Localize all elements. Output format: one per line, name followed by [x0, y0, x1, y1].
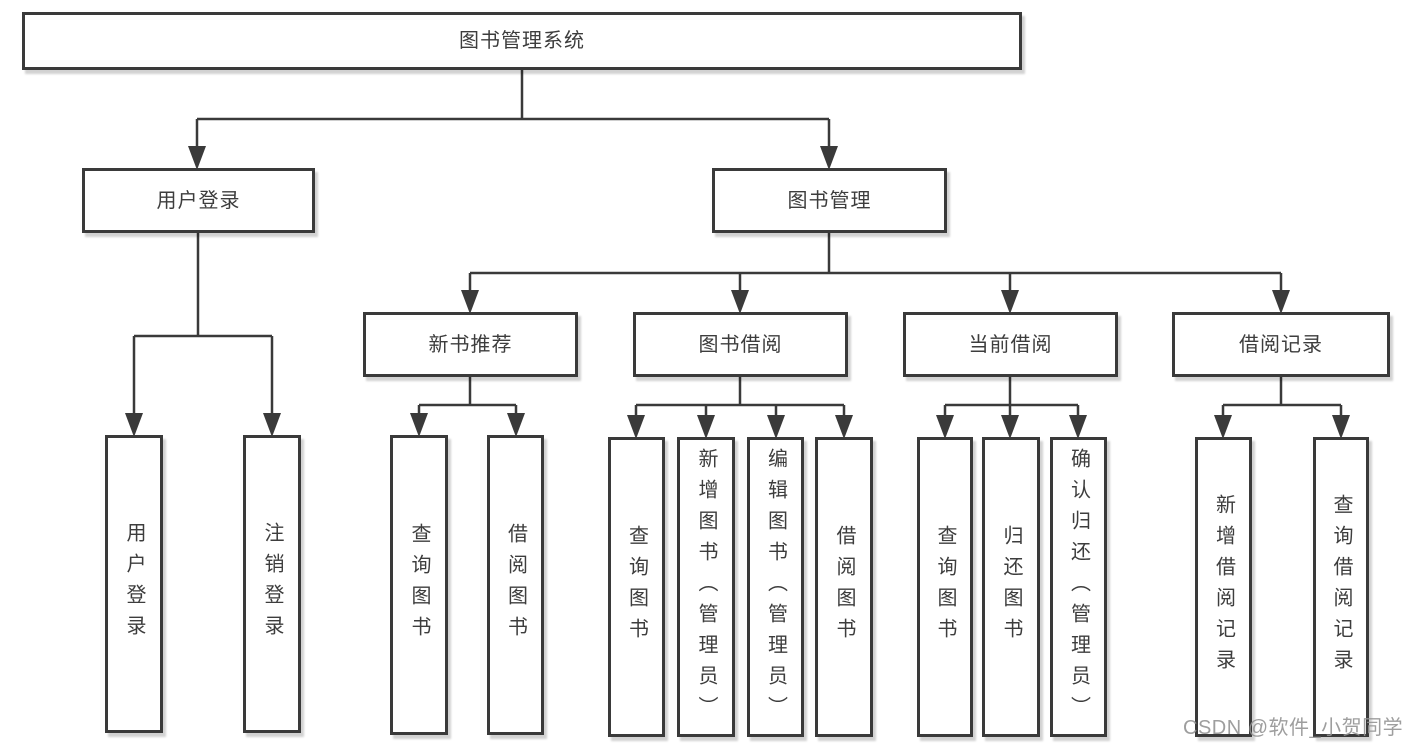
leaf-borrowing-add-books-admin: 新增图书（管理员）	[677, 437, 735, 737]
node-book-management: 图书管理	[712, 168, 947, 233]
leaf-newbook-borrow-books: 借阅图书	[487, 435, 544, 735]
node-borrowing-records: 借阅记录	[1172, 312, 1390, 377]
leaf-newbook-query-books: 查询图书	[390, 435, 448, 735]
leaf-borrowing-borrow-books: 借阅图书	[815, 437, 873, 737]
leaf-current-query-books: 查询图书	[917, 437, 973, 737]
leaf-borrowing-edit-books-admin: 编辑图书（管理员）	[747, 437, 804, 737]
leaf-records-add-borrow-record: 新增借阅记录	[1195, 437, 1252, 737]
leaf-records-query-borrow-record: 查询借阅记录	[1313, 437, 1369, 737]
node-new-book-recommend: 新书推荐	[363, 312, 578, 377]
leaf-user-login: 用户登录	[105, 435, 163, 733]
node-user-login: 用户登录	[82, 168, 315, 233]
csdn-watermark: CSDN @软件_小贺同学	[1183, 717, 1404, 739]
leaf-borrowing-query-books: 查询图书	[608, 437, 665, 737]
node-library-management-system: 图书管理系统	[22, 12, 1022, 70]
leaf-logout: 注销登录	[243, 435, 301, 733]
node-book-borrowing: 图书借阅	[633, 312, 848, 377]
node-current-borrowing: 当前借阅	[903, 312, 1118, 377]
leaf-current-return-books: 归还图书	[982, 437, 1040, 737]
leaf-current-confirm-return-admin: 确认归还（管理员）	[1050, 437, 1107, 737]
